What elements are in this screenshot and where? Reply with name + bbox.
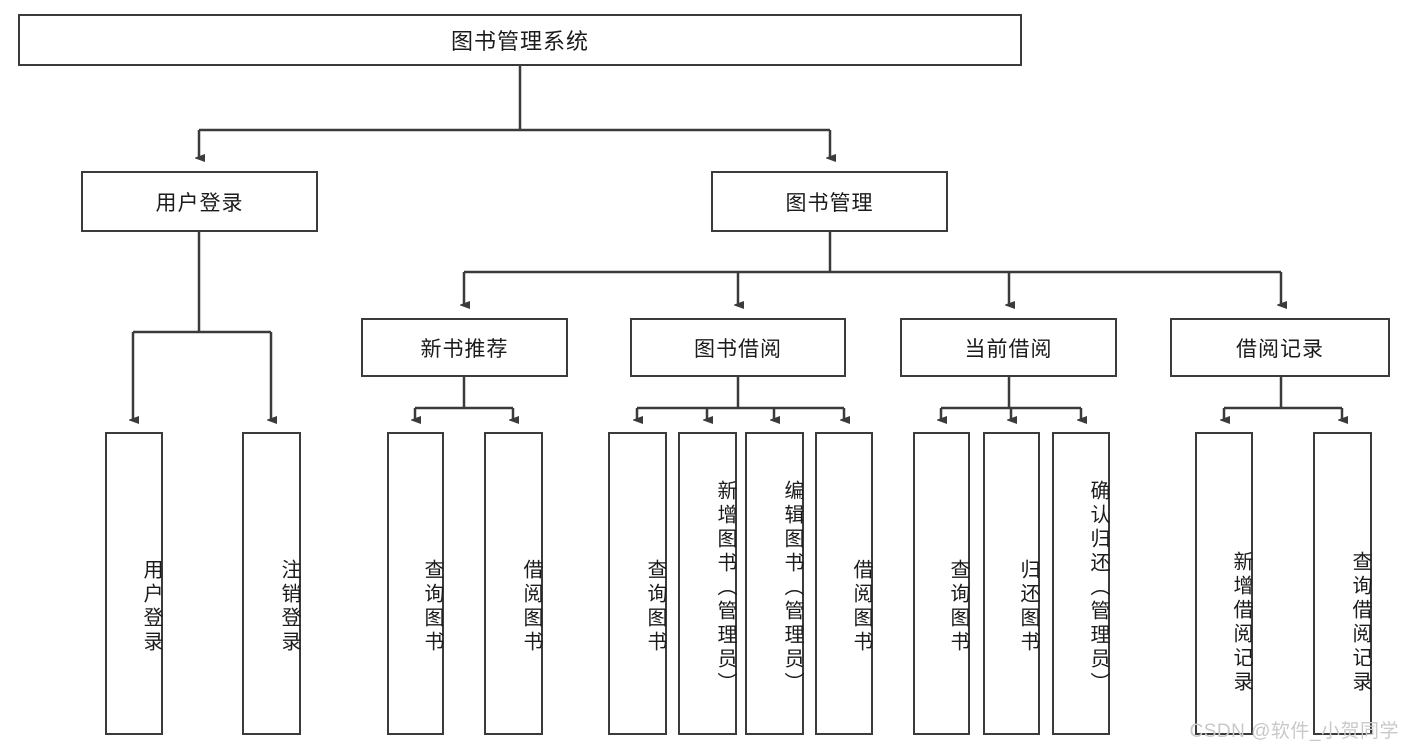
node-borrow-record[interactable]: 借阅记录 <box>1170 318 1390 377</box>
leaf-borrow-book-recommend[interactable]: 借阅图书 <box>484 432 543 735</box>
leaf-confirm-return-admin[interactable]: 确认归还（管理员） <box>1052 432 1110 735</box>
leaf-query-book-borrow[interactable]: 查询图书 <box>608 432 667 735</box>
leaf-user-login[interactable]: 用户登录 <box>105 432 163 735</box>
leaf-query-book-current[interactable]: 查询图书 <box>913 432 970 735</box>
leaf-add-book-admin[interactable]: 新增图书（管理员） <box>678 432 737 735</box>
node-current-borrow[interactable]: 当前借阅 <box>900 318 1117 377</box>
leaf-query-book-recommend[interactable]: 查询图书 <box>387 432 444 735</box>
node-root[interactable]: 图书管理系统 <box>18 14 1022 66</box>
node-book-manage[interactable]: 图书管理 <box>711 171 948 232</box>
node-new-book-recommend[interactable]: 新书推荐 <box>361 318 568 377</box>
leaf-logout-login[interactable]: 注销登录 <box>242 432 301 735</box>
leaf-borrow-book-borrow[interactable]: 借阅图书 <box>815 432 873 735</box>
watermark: CSDN @软件_小贺同学 <box>1189 721 1399 742</box>
node-user-login[interactable]: 用户登录 <box>81 171 318 232</box>
node-book-borrow[interactable]: 图书借阅 <box>630 318 846 377</box>
leaf-edit-book-admin[interactable]: 编辑图书（管理员） <box>745 432 804 735</box>
leaf-return-book[interactable]: 归还图书 <box>983 432 1040 735</box>
leaf-query-borrow-record[interactable]: 查询借阅记录 <box>1313 432 1372 735</box>
leaf-add-borrow-record[interactable]: 新增借阅记录 <box>1195 432 1253 735</box>
